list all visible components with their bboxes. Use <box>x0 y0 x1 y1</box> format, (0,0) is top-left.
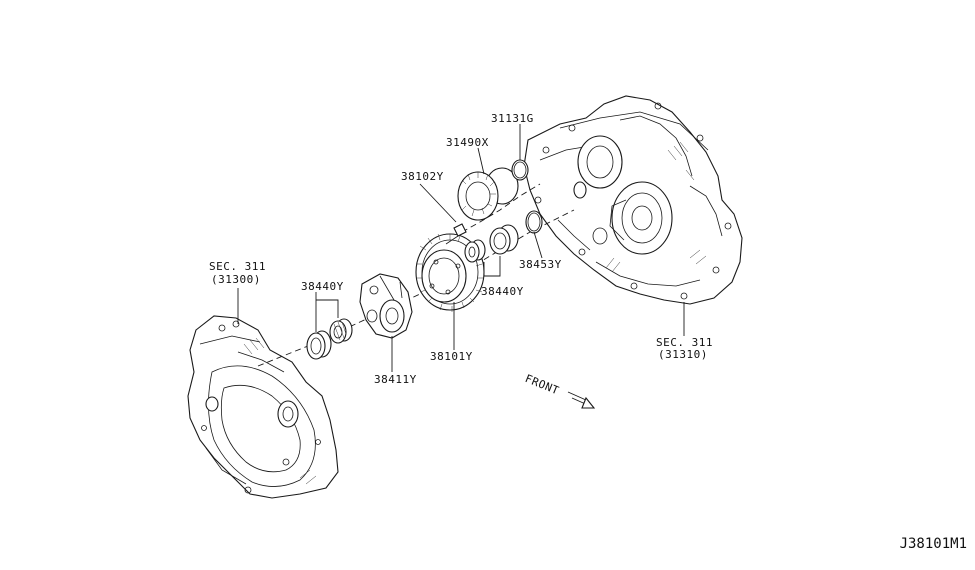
label-38101y: 38101Y <box>430 350 473 363</box>
left-transmission-case <box>187 315 339 499</box>
bolt <box>445 223 467 245</box>
sec-left-code: (31300) <box>211 273 261 286</box>
shim-ring <box>525 210 543 234</box>
label-31131g: 31131G <box>491 112 534 125</box>
idler-gear <box>457 167 519 221</box>
diagram-id-code: J38101M1 <box>899 536 967 552</box>
label-38440y-right: 38440Y <box>481 285 524 298</box>
snap-ring <box>511 159 529 181</box>
label-38411y: 38411Y <box>374 373 417 386</box>
label-38440y-left: 38440Y <box>301 280 344 293</box>
differential-case <box>359 273 413 339</box>
right-transmission-case <box>523 95 743 305</box>
front-direction-arrow <box>567 391 596 409</box>
label-38102y: 38102Y <box>401 170 444 183</box>
sec-right-title: SEC. 311 <box>656 336 713 349</box>
sec-left-title: SEC. 311 <box>209 260 266 273</box>
label-38453y: 38453Y <box>519 258 562 271</box>
label-31490x: 31490X <box>446 136 489 149</box>
right-bearing-race <box>464 224 519 263</box>
left-bearing-race <box>306 318 353 360</box>
final-drive-ring-gear <box>415 233 485 312</box>
sec-right-code: (31310) <box>658 348 708 361</box>
leader-lines <box>237 124 685 372</box>
